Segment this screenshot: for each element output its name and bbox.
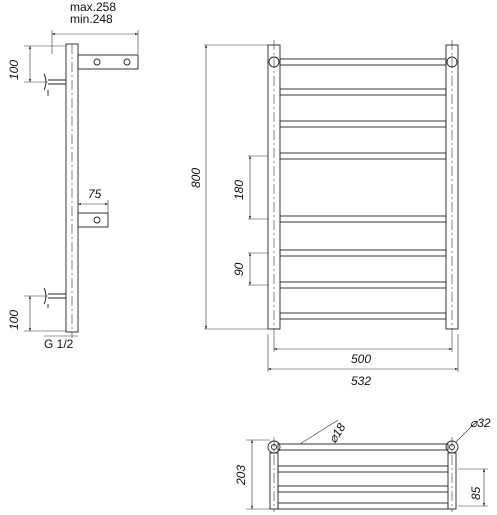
front-spacing-large: 180 — [232, 180, 246, 200]
side-thread: G 1/2 — [44, 337, 74, 351]
top-depth: 203 — [234, 465, 248, 486]
side-depth-max: max.258 — [70, 0, 116, 14]
front-axis-width: 500 — [351, 352, 371, 366]
front-height: 800 — [189, 168, 203, 188]
front-rung — [279, 58, 447, 66]
front-rung — [279, 120, 447, 128]
top-rung-depth: 85 — [469, 486, 483, 500]
front-view: 800 180 90 500 532 — [189, 40, 459, 388]
front-overall-width: 532 — [351, 374, 371, 388]
top-view: 203 ⌀18 ⌀32 85 — [234, 416, 491, 512]
top-upright-diameter: ⌀32 — [470, 416, 491, 430]
top-rung — [277, 443, 449, 451]
top-left-rail — [269, 452, 279, 510]
side-middle-bracket — [77, 212, 109, 228]
side-middle-bracket-hole — [93, 216, 101, 224]
side-top-valve — [43, 73, 66, 96]
side-view: max.258 min.248 100 75 100 G 1/2 — [7, 0, 139, 351]
front-rung — [279, 312, 447, 320]
front-rung — [279, 152, 447, 160]
front-rung — [279, 249, 447, 257]
top-right-rail — [447, 452, 457, 510]
side-top-offset: 100 — [7, 60, 21, 80]
front-right-top-cap — [446, 56, 458, 68]
top-rung-diameter-leader — [299, 419, 339, 445]
top-rung — [277, 465, 449, 473]
front-rung — [279, 88, 447, 96]
side-bottom-valve — [43, 287, 66, 308]
front-rung — [279, 281, 447, 289]
top-rung — [277, 502, 449, 510]
front-spacing-small: 90 — [232, 262, 246, 276]
top-upright-diameter-leader — [455, 425, 473, 443]
side-top-bracket-hole-2 — [123, 58, 131, 66]
side-top-bracket — [77, 54, 139, 70]
top-rung — [277, 485, 449, 493]
side-depth-min: min.248 — [70, 12, 113, 26]
front-rung — [279, 215, 447, 223]
front-left-top-cap — [268, 56, 280, 68]
top-rung-diameter: ⌀18 — [326, 420, 349, 445]
side-bottom-offset: 100 — [7, 310, 21, 330]
front-rungs — [279, 58, 447, 320]
side-bracket-depth: 75 — [88, 187, 102, 201]
side-top-bracket-hole-1 — [93, 58, 101, 66]
